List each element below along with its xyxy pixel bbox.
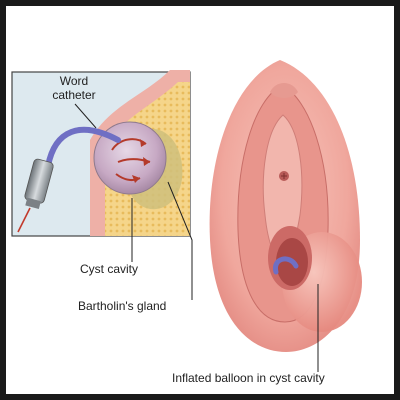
bartholins-gland-label: Bartholin's gland: [78, 299, 167, 313]
word-catheter-line1: Word: [59, 74, 89, 88]
catheter-tip: [272, 256, 299, 275]
external-anatomy: [209, 60, 362, 372]
cross-section-inset: [11, 70, 193, 300]
cyst-cavity-label: Cyst cavity: [80, 262, 139, 276]
word-catheter-label: Word catheter: [42, 74, 106, 102]
inflated-balloon-label: Inflated balloon in cyst cavity: [172, 371, 325, 385]
word-catheter-line2: catheter: [52, 88, 96, 102]
catheter-tube: [45, 126, 121, 169]
